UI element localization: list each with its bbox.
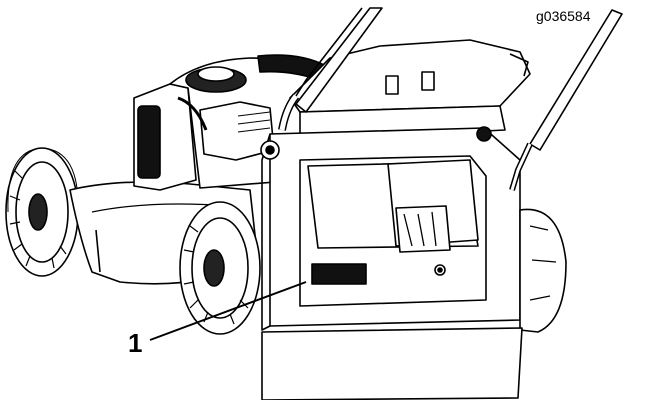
rear-housing: [261, 127, 521, 331]
model-serial-decal: [311, 263, 367, 285]
callout-leader-1: [149, 281, 307, 341]
handle: [260, 7, 623, 191]
rear-flap: [261, 327, 523, 400]
callout-number-1: 1: [128, 328, 143, 358]
figure-id-label: g036584: [536, 8, 591, 24]
rear-left-wheel: [5, 147, 79, 277]
rear-right-wheel: [519, 208, 567, 333]
front-left-wheel: [179, 201, 261, 335]
engine: [133, 54, 331, 191]
